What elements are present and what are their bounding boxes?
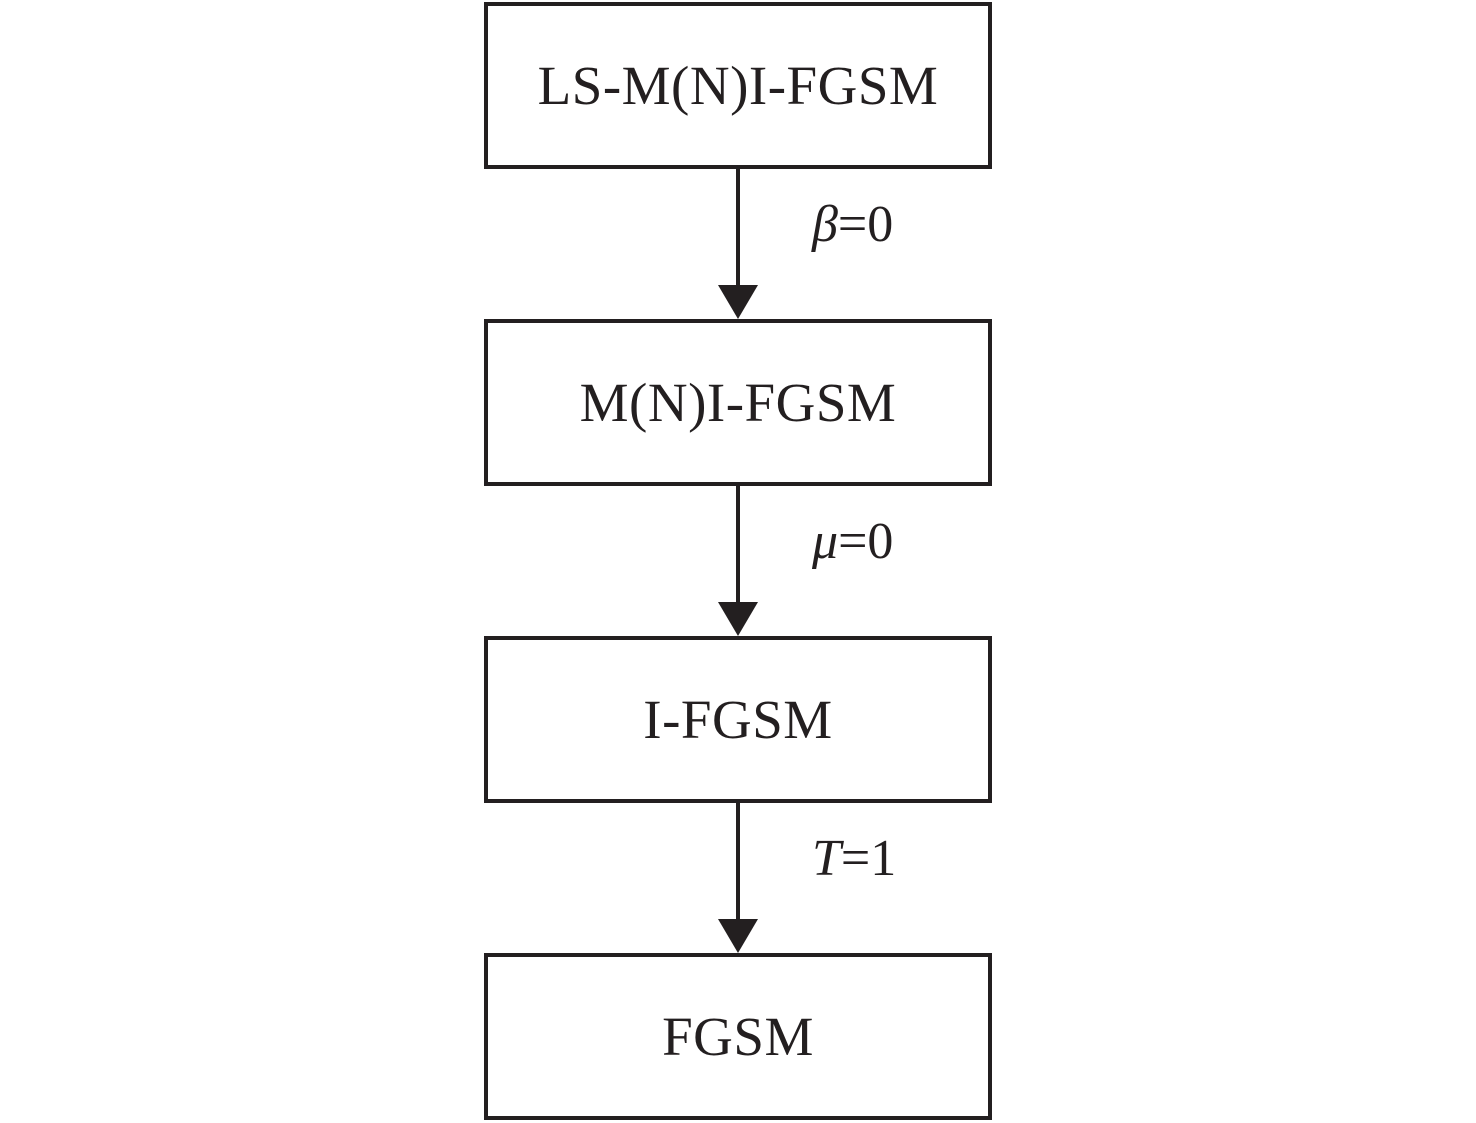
- node-label-i-fgsm: I-FGSM: [643, 689, 833, 750]
- node-mni-fgsm: M(N)I-FGSM: [484, 319, 992, 486]
- arrow-line: [736, 803, 740, 923]
- arrow-line: [736, 486, 740, 606]
- arrow-down-icon: [718, 285, 758, 319]
- node-label-mni-fgsm: M(N)I-FGSM: [579, 372, 897, 433]
- arrow-down-icon: [718, 919, 758, 953]
- edge-value: =1: [840, 830, 897, 887]
- edge-variable: β: [812, 196, 838, 253]
- connector-beta: β=0: [484, 169, 992, 319]
- node-ls-mni-fgsm: LS-M(N)I-FGSM: [484, 2, 992, 169]
- edge-variable: T: [812, 830, 841, 887]
- edge-label-beta: β=0: [812, 195, 893, 255]
- edge-value: =0: [837, 196, 894, 253]
- edge-label-t: T=1: [812, 829, 896, 889]
- node-label-ls-mni-fgsm: LS-M(N)I-FGSM: [537, 55, 939, 116]
- arrow-down-icon: [718, 602, 758, 636]
- edge-variable: μ: [812, 513, 839, 570]
- edge-label-mu: μ=0: [812, 512, 893, 572]
- connector-t: T=1: [484, 803, 992, 953]
- node-fgsm: FGSM: [484, 953, 992, 1120]
- edge-value: =0: [838, 513, 894, 570]
- node-i-fgsm: I-FGSM: [484, 636, 992, 803]
- arrow-line: [736, 169, 740, 289]
- node-label-fgsm: FGSM: [662, 1006, 814, 1067]
- connector-mu: μ=0: [484, 486, 992, 636]
